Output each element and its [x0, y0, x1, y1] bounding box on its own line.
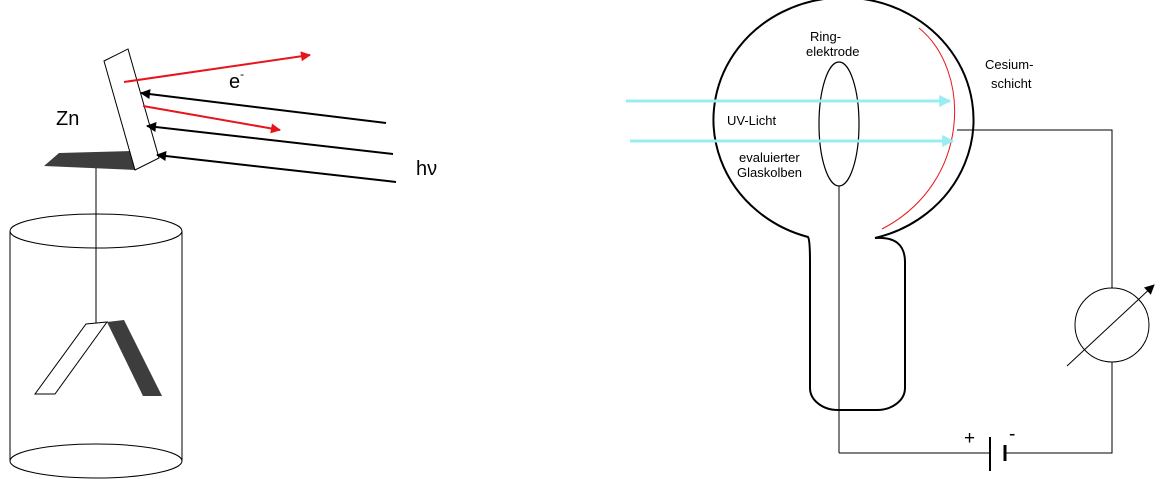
- electroscope-cylinder-bottom: [9, 443, 183, 479]
- glass-bulb-label-1: evaluierter: [739, 150, 800, 165]
- cesium-label-2: schicht: [991, 76, 1032, 91]
- photon-label: hν: [416, 158, 437, 180]
- electroscope-leaf-white: [34, 321, 109, 395]
- ammeter: [1074, 287, 1150, 363]
- cesium-label-1: Cesium-: [985, 57, 1033, 72]
- electron-label: e-: [229, 67, 244, 93]
- cesium-layer: [881, 27, 956, 230]
- battery-plus-label: +: [964, 428, 975, 449]
- photon-arrow-1: [140, 89, 387, 124]
- zinc-plate-mount: [44, 151, 136, 170]
- electron-arrow-2: [142, 105, 281, 134]
- electron-charge: -: [240, 67, 244, 81]
- glass-bulb: [712, 0, 975, 411]
- photon-arrow-2: [146, 122, 394, 155]
- battery-minus-label: -: [1009, 424, 1015, 445]
- electron-arrow-1: [123, 51, 311, 83]
- ring-electrode-label-1: Ring-: [810, 29, 841, 44]
- circuit-wire-right: [957, 129, 1113, 454]
- glass-bulb-label-2: Glaskolben: [737, 165, 802, 180]
- photon-arrow-3: [156, 151, 397, 183]
- electroscope-leaf-shaded: [107, 320, 162, 396]
- uv-light-label: UV-Licht: [727, 113, 777, 128]
- electroscope-figure: Zn e- hν: [9, 48, 437, 479]
- photocell-figure: + - Ring- elektrode Cesium- schicht UV-L…: [626, 0, 1155, 471]
- zinc-label: Zn: [56, 108, 79, 130]
- ring-electrode-label-2: elektrode: [806, 44, 859, 59]
- ammeter-needle: [1066, 284, 1155, 367]
